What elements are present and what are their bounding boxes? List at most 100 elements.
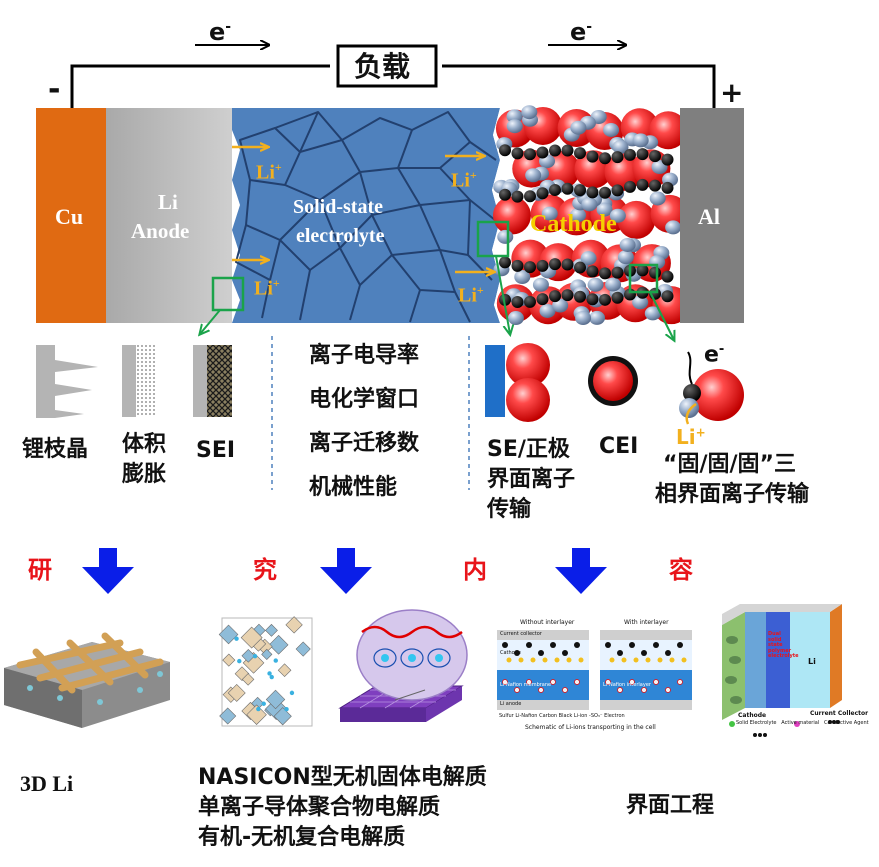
carbon-particle — [574, 184, 586, 197]
electrolyte-particle — [532, 277, 549, 292]
carbon-particle — [586, 150, 599, 163]
crystal-polyhedron — [273, 707, 292, 726]
electron-symbol: e — [209, 18, 226, 46]
triple-interface-label-1: “固/固/固”三 — [663, 452, 796, 477]
se-cathode-label-1: SE/正极 — [487, 437, 570, 462]
li-site — [256, 706, 261, 712]
crystal-polyhedron — [227, 683, 246, 702]
carbon-particle — [536, 259, 549, 272]
crystal-polyhedron — [219, 707, 237, 725]
triple-interface-label-2: 相界面离子传输 — [655, 482, 810, 507]
li-ion-sup: + — [272, 276, 280, 290]
triple-interface-icon — [679, 351, 744, 425]
crystal-polyhedron — [218, 624, 239, 645]
sulfur-dot — [578, 657, 584, 663]
carbon-particle — [524, 261, 536, 274]
electrolyte-particle — [497, 229, 514, 244]
carbon-particle — [561, 258, 574, 271]
li-ion-dot — [502, 679, 508, 685]
inset-nasicon-crystal — [218, 616, 313, 727]
electron-symbol: e — [704, 342, 719, 368]
carbon-particle — [599, 186, 611, 199]
research-char-3: 内 — [463, 556, 487, 584]
carbon-dot — [665, 650, 671, 656]
electrolyte-particle — [521, 105, 538, 120]
carbon-particle — [561, 289, 574, 302]
inset-anode-label: Li anode — [500, 701, 522, 707]
carbon-particle — [536, 293, 549, 306]
electrolyte-particle — [644, 306, 661, 321]
carbon-particle — [561, 182, 574, 195]
carbon-particle — [499, 144, 511, 157]
carbon-particle — [499, 188, 511, 201]
carbon-particle — [511, 190, 524, 203]
li-ion-arrows — [232, 147, 494, 272]
sulfur-dot — [681, 657, 687, 663]
research-char-4: 容 — [669, 556, 693, 584]
carbon-particle — [599, 267, 611, 280]
interface-engineering-label: 界面工程 — [626, 793, 715, 818]
sulfur-dot — [530, 657, 536, 663]
carbon-dot — [629, 642, 635, 648]
load-box — [336, 44, 438, 88]
carbon-particle — [661, 181, 674, 194]
legend-solid-electrolyte: Solid Electrolyte — [736, 720, 777, 726]
li-ion-sup: + — [274, 160, 282, 174]
inset-caption: Schematic of Li-ions transporting in the… — [525, 724, 656, 731]
sulfur-dot — [554, 657, 560, 663]
carbon-particle — [636, 178, 649, 191]
li-site — [234, 636, 239, 641]
load-label: 负载 — [354, 50, 411, 83]
carbon-particle — [611, 291, 624, 304]
electrolyte-particle — [581, 197, 598, 212]
cei-label: CEI — [599, 434, 639, 459]
al-label: Al — [698, 204, 720, 229]
triple-li-label: Li+ — [676, 425, 706, 449]
li-ion-dot — [653, 679, 659, 685]
carbon-particle — [536, 187, 549, 200]
li-site — [267, 671, 272, 676]
carbon-dot — [605, 642, 611, 648]
carbon-particle — [661, 153, 674, 166]
blue-down-arrow-3 — [555, 548, 607, 594]
sulfur-dot — [542, 657, 548, 663]
carbon-dot — [562, 650, 568, 656]
sulfur-dot — [518, 657, 524, 663]
carbon-particle — [636, 264, 649, 277]
li-ion-sup: + — [476, 283, 484, 297]
prop-ionic-conductivity: 离子电导率 — [309, 343, 420, 368]
carbon-particle — [611, 266, 624, 279]
carbon-particle — [499, 256, 511, 269]
carbon-particle — [599, 152, 611, 165]
interface-li-label: Li — [808, 657, 816, 666]
li-site — [261, 701, 266, 706]
inset-collector-label: Current collector — [500, 631, 542, 637]
carbon-dot — [538, 650, 544, 656]
triple-electron-label: e- — [704, 342, 724, 369]
crystal-polyhedron — [222, 653, 236, 667]
carbon-particle — [524, 190, 536, 203]
electrolyte-particle — [605, 277, 622, 292]
li3d-label: 3D Li — [20, 771, 74, 796]
carbon-particle — [661, 290, 674, 303]
carbon-dot — [502, 642, 508, 648]
prop-transference-number: 离子迁移数 — [309, 431, 420, 456]
inset-with-label: With interlayer — [624, 619, 669, 626]
li-ion-label-3: Li+ — [451, 168, 477, 193]
se-cathode-interface-icon — [485, 343, 550, 422]
crystal-polyhedron — [268, 634, 289, 655]
crystal-polyhedron — [261, 648, 273, 660]
li-site — [289, 690, 295, 696]
interface-collector-label: Current Collector — [810, 710, 869, 717]
crystal-polyhedron — [241, 673, 255, 686]
carbon-particle — [574, 261, 586, 274]
electrolyte-research-3: 有机-无机复合电解质 — [198, 825, 406, 850]
interface-callouts — [200, 220, 674, 340]
electrolyte-particle — [552, 298, 569, 313]
electrolyte-particle — [506, 119, 523, 134]
electrolyte-label-2: electrolyte — [296, 225, 385, 247]
li-ion-dot — [617, 687, 623, 693]
electrolyte-particle — [587, 277, 604, 292]
